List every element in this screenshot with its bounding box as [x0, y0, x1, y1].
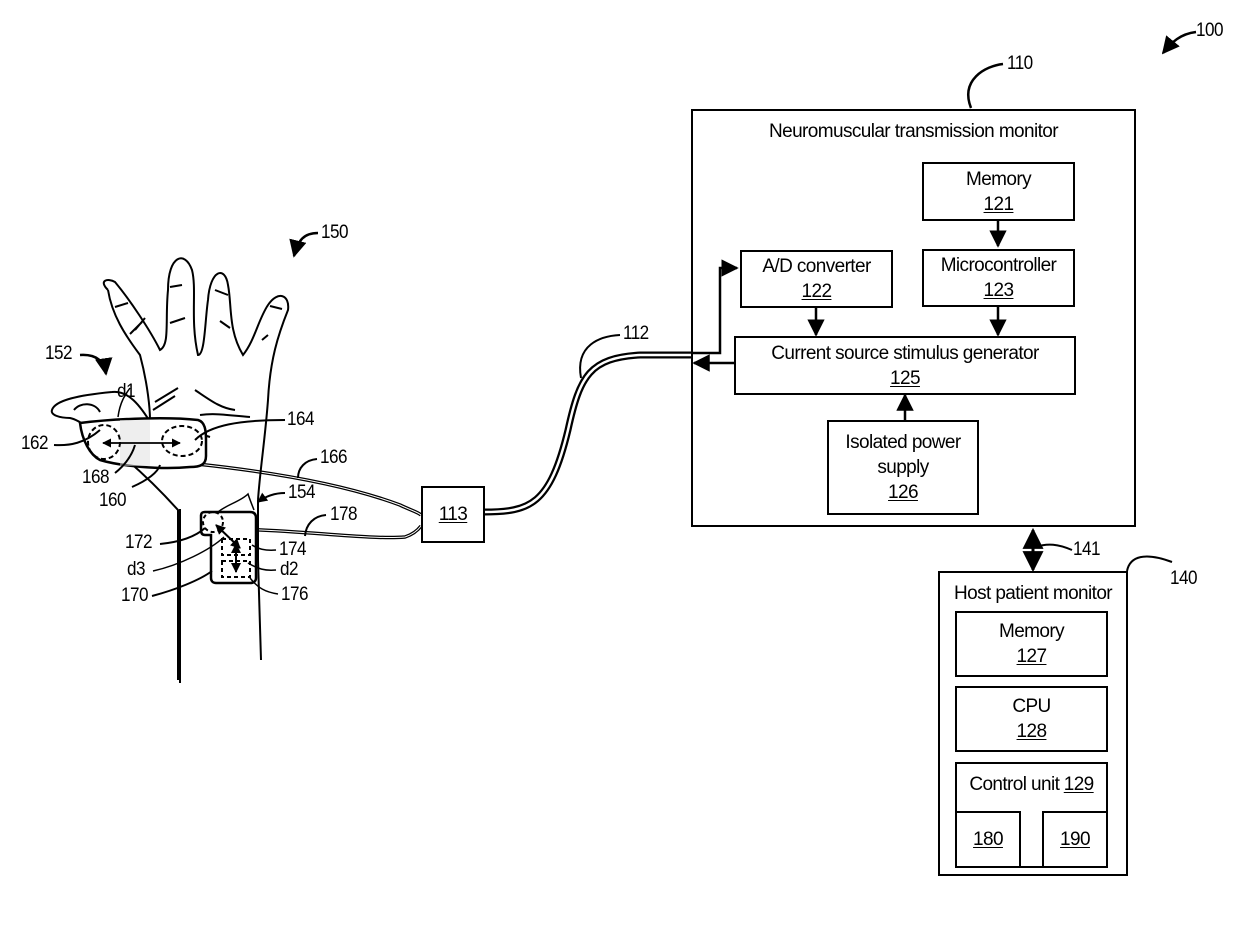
d3-label: d3: [127, 559, 145, 581]
wrist-ref-label: 154: [288, 482, 315, 504]
sub-block-180-ref: 180: [973, 827, 1003, 852]
control-unit-ref: 129: [1064, 774, 1094, 795]
hand-callout-arrow: [294, 233, 318, 256]
memory-121-ref: 121: [984, 192, 1014, 217]
host-monitor-title: Host patient monitor: [940, 583, 1126, 605]
cable-ref-label: 112: [623, 323, 649, 345]
stimulus-generator-ref: 125: [890, 366, 920, 391]
lead-178-label: 178: [330, 504, 357, 526]
stimulus-generator-label: Current source stimulus generator: [771, 341, 1038, 366]
lead-166-label: 166: [320, 447, 347, 469]
ad-converter-label: A/D converter: [762, 254, 870, 279]
thumb-callout-arrow: [80, 355, 106, 374]
electrode-174-label: 174: [279, 539, 306, 561]
power-supply-label-2: supply: [877, 455, 928, 480]
nmt-callout-leader: [968, 64, 1003, 108]
electrode-176-label: 176: [281, 584, 308, 606]
sub-block-190-ref: 190: [1060, 827, 1090, 852]
connector-ref: 113: [439, 502, 468, 527]
link-ref-label: 141: [1073, 539, 1100, 561]
system-callout-arrow: [1163, 32, 1196, 53]
cpu-128-block: CPU128: [955, 686, 1108, 752]
wrist-sensor-label: 170: [121, 585, 148, 607]
memory-127-label: Memory: [999, 619, 1064, 644]
lead-178: [235, 526, 421, 538]
nmt-monitor-title: Neuromuscular transmission monitor: [693, 121, 1134, 143]
microcontroller-123-block: Microcontroller123: [922, 249, 1075, 307]
memory-127-ref: 127: [1017, 644, 1047, 669]
sub-block-190: 190: [1042, 811, 1108, 868]
memory-121-block: Memory121: [922, 162, 1075, 221]
cpu-label: CPU: [1012, 694, 1050, 719]
control-unit-label: Control unit: [969, 774, 1059, 795]
d2-label: d2: [280, 559, 298, 581]
memory-127-block: Memory127: [955, 611, 1108, 677]
thumb-ref-label: 152: [45, 343, 72, 365]
host-callout-leader: [1127, 556, 1172, 571]
hand-ref-label: 150: [321, 222, 348, 244]
ad-converter-ref: 122: [802, 279, 832, 304]
cable-112: [484, 355, 692, 512]
ad-converter-122-block: A/D converter122: [740, 250, 893, 308]
link-callout-leader: [1035, 545, 1072, 550]
d1-label: d1: [117, 381, 135, 403]
electrode-162-label: 162: [21, 433, 48, 455]
flex-168-label: 168: [82, 467, 109, 489]
cpu-ref: 128: [1017, 719, 1047, 744]
electrode-172-label: 172: [125, 532, 152, 554]
connector-113: 113: [421, 486, 485, 543]
stimulus-generator-125-block: Current source stimulus generator125: [734, 336, 1076, 395]
nmt-ref-label: 110: [1007, 53, 1033, 75]
microcontroller-label: Microcontroller: [941, 253, 1057, 278]
memory-121-label: Memory: [966, 167, 1031, 192]
power-supply-ref: 126: [888, 480, 918, 505]
system-ref-label: 100: [1196, 20, 1223, 42]
host-ref-label: 140: [1170, 568, 1197, 590]
thumb-sensor-label: 160: [99, 490, 126, 512]
sub-block-180: 180: [955, 811, 1021, 868]
electrode-164-label: 164: [287, 409, 314, 431]
power-supply-126-block: Isolated powersupply126: [827, 420, 979, 515]
power-supply-label-1: Isolated power: [845, 430, 960, 455]
microcontroller-ref: 123: [984, 278, 1014, 303]
